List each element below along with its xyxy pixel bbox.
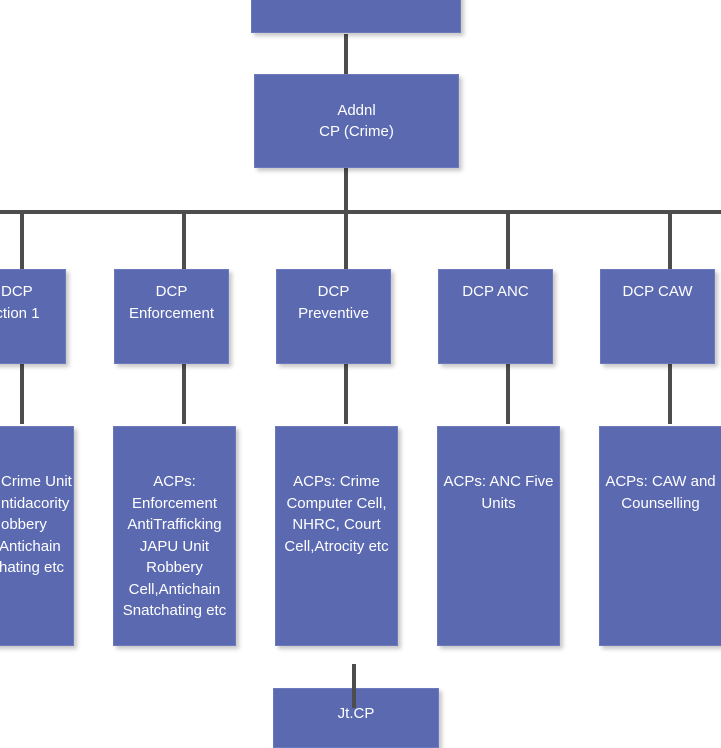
dcp-crime-section-box: DCP ection 1: [0, 269, 66, 364]
acp-enforcement-box: ACPs: Enforcement AntiTrafficking JAPU U…: [113, 426, 236, 646]
acp-anc-box: ACPs: ANC Five Units: [437, 426, 560, 646]
acp-line: Counselling: [621, 494, 700, 512]
jt-cp-label: Jt.CP: [337, 705, 375, 722]
acp-line: JAPU Unit: [139, 537, 210, 555]
dcp-name: ection 1: [0, 304, 40, 322]
acp-line: Snatchating etc: [122, 602, 227, 619]
connector-to-jtcp: [352, 664, 356, 704]
acp-line: AntiTrafficking: [127, 516, 222, 533]
connector-into-jtcp: [352, 686, 356, 708]
connector-bus-to-dcp-3: [344, 212, 348, 269]
acp-line: Computer Cell,: [286, 494, 387, 512]
acp-line: Cell,Atrocity etc: [284, 537, 389, 555]
jt-cp-box: Jt.CP: [273, 688, 439, 748]
dcp-caw-box: DCP CAW: [600, 269, 715, 364]
acp-line: Crime Unit: [1, 473, 72, 490]
acp-line: ACPs: Crime: [293, 473, 380, 490]
acp-line: ACPs:: [153, 473, 196, 490]
dcp-label: DCP: [1, 283, 33, 300]
connector-dcp-to-acp-5: [668, 364, 672, 424]
acp-line: Enforcement: [131, 494, 218, 512]
connector-dcp-to-acp-3: [344, 364, 348, 424]
dcp-label: DCP: [155, 283, 188, 300]
connector-dcp-to-acp-2: [182, 364, 186, 424]
dcp-anc-box: DCP ANC: [438, 269, 553, 364]
dcp-label: DCP ANC: [462, 283, 529, 300]
connector-addnl-to-bus: [344, 168, 348, 214]
acp-line: Antichain: [0, 537, 61, 555]
connector-bus-to-dcp-1: [20, 212, 24, 269]
connector-horizontal-bus: [0, 210, 721, 214]
dcp-preventive-box: DCP Preventive: [276, 269, 391, 364]
acp-line: hating etc: [0, 559, 65, 576]
acp-line: ACPs: ANC Five: [443, 473, 554, 490]
dcp-label: DCP CAW: [622, 283, 693, 300]
connector-bus-to-dcp-2: [182, 212, 186, 269]
acp-line: Cell,Antichain: [128, 580, 221, 598]
top-node-box: [251, 0, 461, 33]
dcp-name: Enforcement: [128, 304, 215, 322]
acp-line: Robbery: [146, 559, 203, 576]
connector-dcp-to-acp-1: [20, 364, 24, 424]
connector-dcp-to-acp-4: [506, 364, 510, 424]
dcp-name: Preventive: [298, 304, 369, 322]
addnl-cp-line1: Addnl: [337, 101, 376, 119]
dcp-label: DCP: [317, 283, 350, 300]
acp-line: ntidacority: [1, 494, 70, 512]
acp-preventive-box: ACPs: Crime Computer Cell, NHRC, Court C…: [275, 426, 398, 646]
acp-crime-section-box: Crime Unit ntidacority obbery Antichain …: [0, 426, 74, 646]
dcp-enforcement-box: DCP Enforcement: [114, 269, 229, 364]
acp-caw-box: ACPs: CAW and Counselling: [599, 426, 721, 646]
addnl-cp-line2: CP (Crime): [319, 123, 394, 140]
addnl-cp-crime-box: Addnl CP (Crime): [254, 74, 459, 168]
connector-bus-to-dcp-5: [668, 212, 672, 269]
acp-line: ACPs: CAW and: [605, 473, 716, 490]
acp-line: NHRC, Court: [292, 516, 381, 533]
acp-line: obbery: [1, 516, 47, 533]
acp-line: Units: [481, 494, 516, 512]
connector-bus-to-dcp-4: [506, 212, 510, 269]
connector-top-to-addnl: [344, 34, 348, 74]
